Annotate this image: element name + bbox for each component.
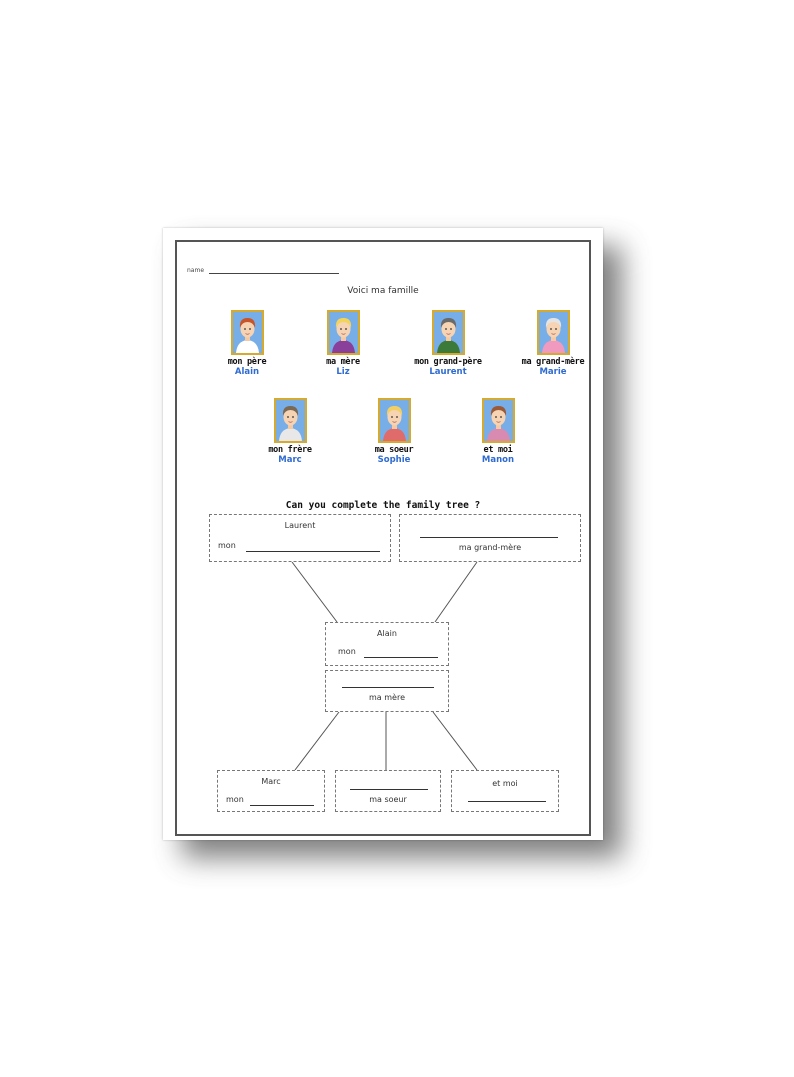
- member-name: Laurent: [429, 367, 467, 377]
- grandmother-answer-line[interactable]: [420, 537, 558, 538]
- sister-portrait-icon: [377, 398, 411, 443]
- mother-role: ma mère: [369, 693, 405, 702]
- connector-brother: [294, 711, 340, 771]
- tree-box-mother: ma mère: [325, 670, 449, 712]
- me-label: et moi: [492, 779, 518, 788]
- name-label: name: [187, 267, 205, 274]
- tree-question: Can you complete the family tree ?: [285, 500, 481, 511]
- grandfather-portrait-icon: [431, 310, 465, 355]
- tree-box-grandfather: Laurent mon: [209, 514, 391, 562]
- grandfather-prefix: mon: [218, 541, 236, 550]
- sister-role: ma soeur: [369, 795, 407, 804]
- member-role: mon grand-père: [414, 357, 482, 367]
- member-role: ma soeur: [374, 445, 414, 455]
- tree-box-father: Alain mon: [325, 622, 449, 666]
- sister-answer-line[interactable]: [350, 789, 428, 790]
- connector-grandfather: [291, 561, 338, 623]
- member-name: Marie: [539, 367, 567, 377]
- brother-answer-line[interactable]: [250, 805, 314, 806]
- grandmother-portrait-icon: [536, 310, 570, 355]
- member-role: mon frère: [268, 445, 312, 455]
- grandfather-answer-line[interactable]: [246, 551, 380, 552]
- brother-name: Marc: [261, 777, 281, 786]
- me-portrait-icon: [481, 398, 515, 443]
- father-name: Alain: [377, 629, 397, 638]
- member-role: et moi: [483, 445, 513, 455]
- member-role: ma grand-mère: [521, 357, 585, 367]
- tree-box-sister: ma soeur: [335, 770, 441, 812]
- tree-connector-lines: [291, 561, 478, 771]
- member-name: Liz: [336, 367, 350, 377]
- page-title: Voici ma famille: [347, 286, 419, 296]
- father-prefix: mon: [338, 647, 356, 656]
- connector-me: [432, 711, 478, 771]
- tree-box-me: et moi: [451, 770, 559, 812]
- member-name: Manon: [481, 455, 515, 465]
- mother-portrait-icon: [326, 310, 360, 355]
- name-input-line[interactable]: [209, 267, 340, 274]
- member-role: ma mère: [326, 357, 360, 367]
- grandfather-name: Laurent: [284, 521, 316, 530]
- me-answer-line[interactable]: [468, 801, 546, 802]
- member-name: Sophie: [377, 455, 411, 465]
- grandmother-role: ma grand-mère: [458, 543, 522, 552]
- mother-answer-line[interactable]: [342, 687, 434, 688]
- brother-portrait-icon: [273, 398, 307, 443]
- member-name: Alain: [234, 367, 260, 377]
- brother-prefix: mon: [226, 795, 244, 804]
- name-row: name: [187, 267, 340, 274]
- member-role: mon père: [227, 357, 267, 367]
- member-name: Marc: [278, 455, 302, 465]
- tree-box-grandmother: ma grand-mère: [399, 514, 581, 562]
- connector-grandmother: [434, 561, 478, 623]
- father-answer-line[interactable]: [364, 657, 438, 658]
- tree-box-brother: Marc mon: [217, 770, 325, 812]
- father-portrait-icon: [230, 310, 264, 355]
